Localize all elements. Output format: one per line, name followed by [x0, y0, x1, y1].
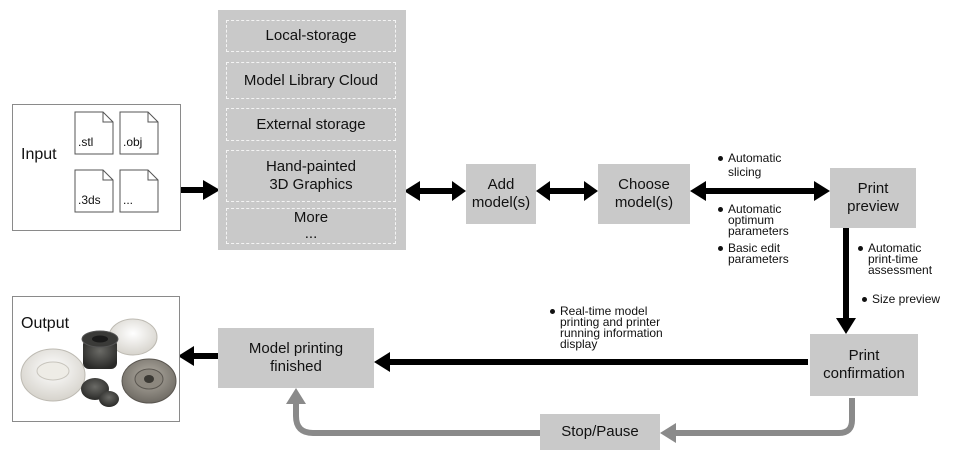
note-realtime-line-2: printing and printer: [560, 315, 661, 329]
note-realtime-line-1: Real-time model: [560, 304, 648, 318]
source-hand-painted-label-1: Hand-painted: [265, 158, 357, 175]
source-local-storage-label: Local-storage: [265, 27, 357, 44]
file-more-icon: ...: [119, 169, 159, 213]
add-models-box: Add model(s): [466, 164, 536, 224]
stop-pause-box: Stop/Pause: [540, 414, 660, 450]
file-3ds-label: .3ds: [78, 193, 101, 207]
arrow-sources-add: [404, 181, 466, 201]
note-realtime-line-3: running information: [560, 326, 663, 340]
choose-models-box: Choose model(s): [598, 164, 690, 224]
source-model-library-cloud-label: Model Library Cloud: [243, 71, 379, 89]
note-size-preview: Size preview: [862, 292, 941, 306]
file-stl-icon: .stl: [74, 111, 114, 155]
sources-panel: Local-storage Model Library Cloud Extern…: [218, 10, 406, 250]
note-time-line-2: print-time: [868, 252, 919, 266]
note-automatic-slicing: Automatic slicing: [718, 151, 782, 179]
model-printing-finished-box: Model printing finished: [218, 328, 374, 388]
source-more-ellipsis: ...: [304, 225, 318, 242]
source-local-storage: Local-storage: [226, 20, 396, 52]
printed-gears-image: [20, 318, 177, 407]
print-confirmation-box: Print confirmation: [810, 334, 918, 396]
source-more: More ...: [226, 208, 396, 244]
arrow-preview-confirm: [836, 228, 856, 334]
note-automatic-optimum: Automatic optimum parameters: [718, 202, 789, 238]
note-print-time: Automatic print-time assessment: [858, 241, 933, 277]
note-basic-line-2: parameters: [728, 252, 789, 266]
print-preview-label-2: preview: [847, 198, 899, 215]
note-realtime: Real-time model printing and printer run…: [550, 304, 663, 351]
source-external-storage-label: External storage: [256, 115, 366, 133]
note-optimum-line-2: optimum: [728, 213, 775, 227]
add-models-label-2: model(s): [471, 194, 531, 211]
arrow-confirm-stop: [660, 398, 855, 443]
arrow-input-to-sources: [181, 180, 220, 200]
model-printing-finished-label-2: finished: [270, 358, 322, 375]
output-label: Output: [21, 315, 70, 332]
file-3ds-icon: .3ds: [74, 169, 114, 213]
choose-models-label-1: Choose: [618, 176, 670, 193]
file-obj-label: .obj: [123, 135, 143, 149]
note-slicing-line-2: slicing: [728, 165, 762, 179]
note-time-line-1: Automatic: [868, 241, 922, 255]
file-obj-icon: .obj: [119, 111, 159, 155]
source-external-storage: External storage: [226, 108, 396, 141]
note-optimum-line-1: Automatic: [728, 202, 782, 216]
note-slicing-line-1: Automatic: [728, 151, 782, 165]
source-hand-painted: Hand-painted 3D Graphics: [226, 150, 396, 202]
arrow-confirm-finished: [374, 352, 808, 372]
file-more-label: ...: [123, 193, 134, 207]
source-hand-painted-label-2: 3D Graphics: [269, 176, 353, 193]
print-preview-label-1: Print: [857, 180, 889, 197]
input-label: Input: [21, 146, 57, 163]
add-models-label-1: Add: [487, 176, 515, 193]
model-printing-finished-label-1: Model printing: [248, 340, 344, 357]
stop-pause-label: Stop/Pause: [561, 423, 639, 440]
choose-models-label-2: model(s): [614, 194, 674, 211]
source-more-label: More: [293, 209, 329, 226]
arrow-finished-output: [178, 346, 218, 366]
arrow-stop-finished: [286, 388, 540, 436]
source-model-library-cloud: Model Library Cloud: [226, 62, 396, 99]
print-confirmation-label-2: confirmation: [823, 365, 905, 382]
note-realtime-line-4: display: [560, 337, 598, 351]
print-confirmation-label-1: Print: [848, 347, 880, 364]
file-stl-label: .stl: [78, 135, 94, 149]
note-basic-line-1: Basic edit: [728, 241, 781, 255]
note-basic-edit: Basic edit parameters: [718, 241, 789, 266]
output-panel: Output: [12, 296, 180, 422]
note-optimum-line-3: parameters: [728, 224, 789, 238]
note-time-line-3: assessment: [868, 263, 933, 277]
input-panel: Input .stl .obj .3ds ...: [12, 104, 181, 231]
arrow-choose-preview: [690, 181, 830, 201]
note-size-line: Size preview: [872, 292, 941, 306]
arrow-add-choose: [536, 181, 598, 201]
print-preview-box: Print preview: [830, 168, 916, 228]
